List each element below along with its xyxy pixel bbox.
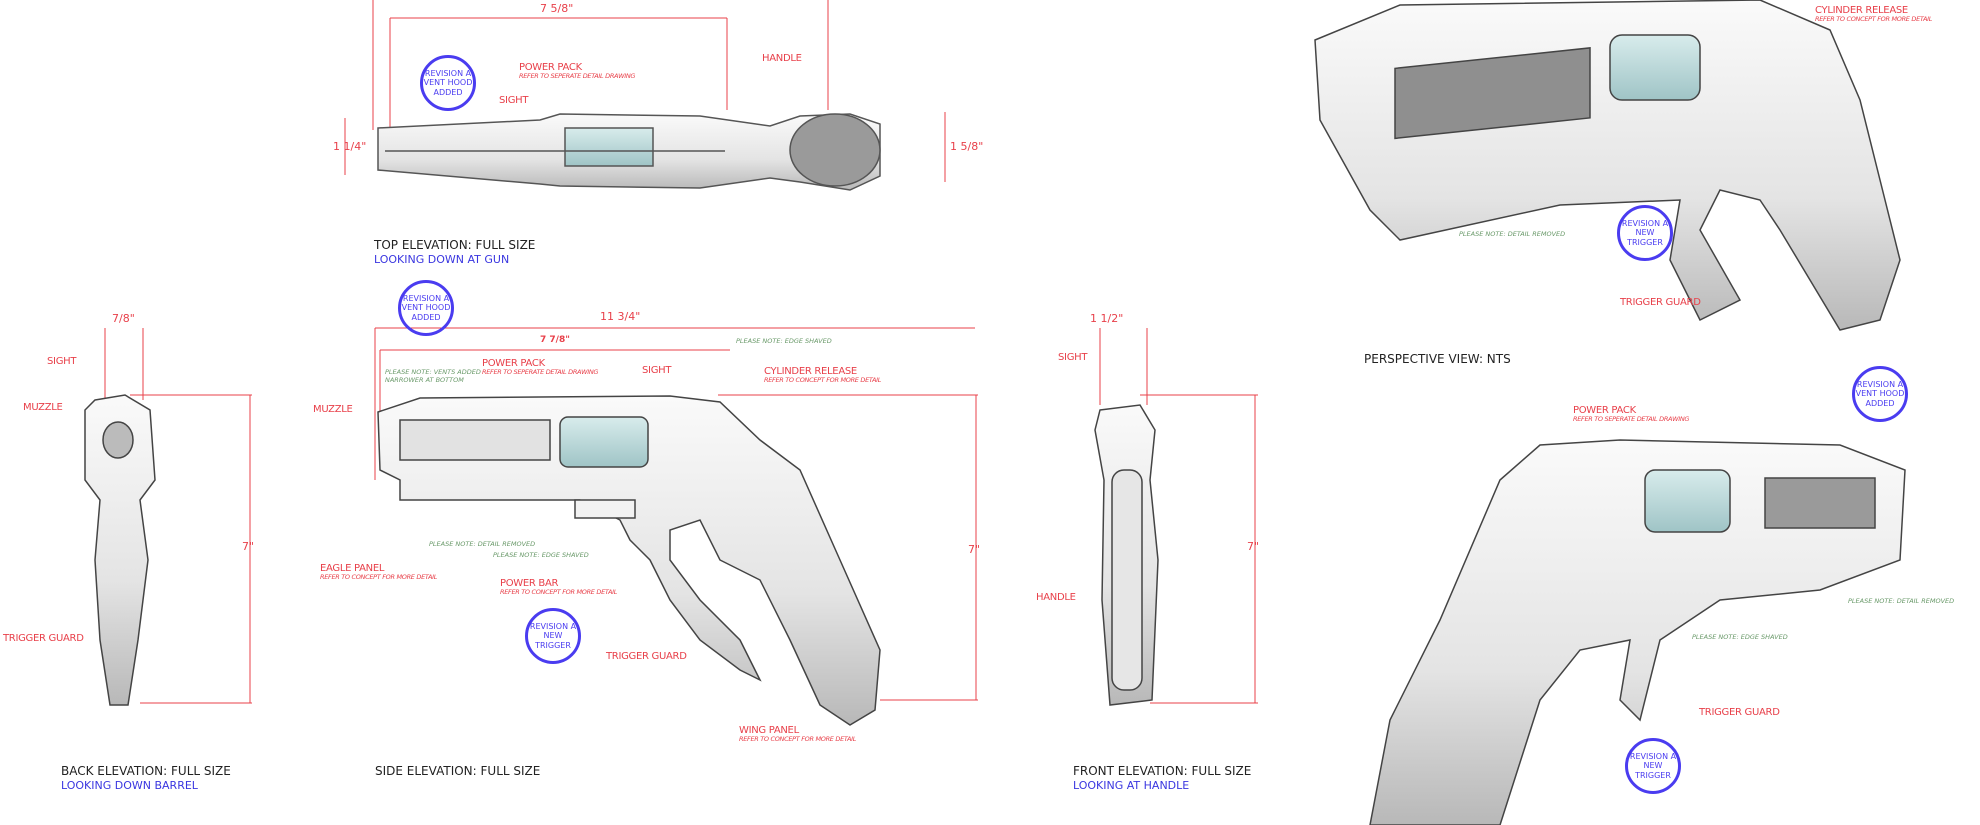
dim-back-height: 7" — [242, 540, 255, 553]
view-title-top: TOP ELEVATION: FULL SIZE — [374, 238, 536, 252]
label-trigger-guard: TRIGGER GUARD — [3, 633, 84, 644]
view-subtitle-back: LOOKING DOWN BARREL — [61, 779, 198, 792]
view-subtitle-top: LOOKING DOWN AT GUN — [374, 253, 510, 266]
label-trigger-guard: TRIGGER GUARD — [1620, 297, 1701, 308]
label-trigger-guard: TRIGGER GUARD — [1699, 707, 1780, 718]
note-detail-removed: PLEASE NOTE: DETAIL REMOVED — [1459, 230, 1566, 238]
label-sight: SIGHT — [642, 365, 672, 376]
label-handle: HANDLE — [1036, 592, 1076, 603]
label-trigger-guard: TRIGGER GUARD — [606, 651, 687, 662]
view-title-front: FRONT ELEVATION: FULL SIZE — [1073, 764, 1252, 778]
view-subtitle-front: LOOKING AT HANDLE — [1073, 779, 1190, 792]
dim-front-height: 7" — [1247, 540, 1260, 553]
gun-back-view — [84, 394, 156, 706]
note-edge-shaved: PLEASE NOTE: EDGE SHAVED — [493, 551, 589, 559]
view-title-side: SIDE ELEVATION: FULL SIZE — [375, 764, 541, 778]
dim-overall-length: 7 5/8" — [540, 2, 574, 15]
label-sight: SIGHT — [1058, 352, 1088, 363]
note-detail-removed: PLEASE NOTE: DETAIL REMOVED — [1848, 597, 1955, 605]
label-muzzle: MUZZLE — [313, 404, 353, 415]
dim-front-width: 1 1/2" — [1090, 312, 1124, 325]
dim-side-height: 7" — [968, 543, 981, 556]
note-edge-shaved: PLEASE NOTE: EDGE SHAVED — [736, 337, 832, 345]
note-edge-shaved: PLEASE NOTE: EDGE SHAVED — [1692, 633, 1788, 641]
dimension-lines — [104, 0, 1258, 704]
view-title-perspective: PERSPECTIVE VIEW: NTS — [1364, 352, 1511, 366]
label-muzzle: MUZZLE — [23, 402, 63, 413]
note-detail-removed: PLEASE NOTE: DETAIL REMOVED — [429, 540, 536, 548]
label-sight: SIGHT — [499, 95, 529, 106]
gun-top-view — [377, 113, 881, 191]
label-handle: HANDLE — [762, 53, 802, 64]
dim-handle-width: 1 5/8" — [950, 140, 984, 153]
gun-perspective-bottom — [1369, 439, 1906, 825]
view-title-back: BACK ELEVATION: FULL SIZE — [61, 764, 231, 778]
dim-back-width: 7/8" — [112, 312, 135, 325]
dim-side-length: 11 3/4" — [600, 310, 641, 323]
gun-side-view — [377, 395, 881, 726]
dim-side-body: 7 7/8" — [540, 335, 570, 345]
dim-barrel-width: 1 1/4" — [333, 140, 367, 153]
gun-front-view — [1094, 404, 1159, 706]
gun-perspective-top — [1314, 0, 1901, 331]
label-sight: SIGHT — [47, 356, 77, 367]
